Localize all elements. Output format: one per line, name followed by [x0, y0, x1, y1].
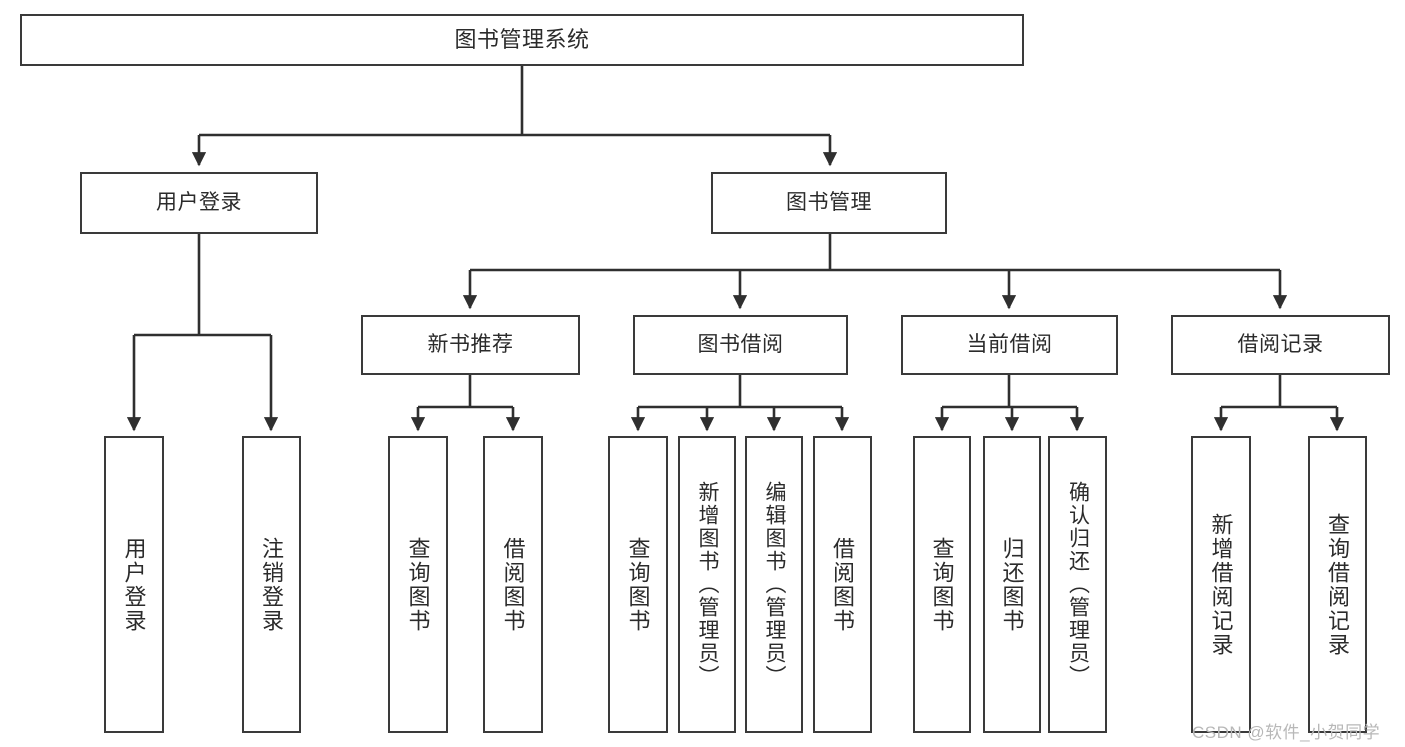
leaf-query-book-3-label: 查询图书 — [929, 536, 955, 633]
leaf-confirm-return-admin[interactable]: 确认归还（管理员） — [1048, 436, 1107, 733]
node-book-borrow-label: 图书借阅 — [697, 333, 784, 357]
leaf-query-borrow-record[interactable]: 查询借阅记录 — [1308, 436, 1367, 733]
node-book-management[interactable]: 图书管理 — [711, 172, 947, 234]
leaf-query-book-1-label: 查询图书 — [405, 536, 431, 633]
leaf-add-borrow-record[interactable]: 新增借阅记录 — [1191, 436, 1251, 733]
leaf-query-book-2-label: 查询图书 — [625, 536, 651, 633]
node-user-login[interactable]: 用户登录 — [80, 172, 318, 234]
leaf-add-book-admin-label: 新增图书（管理员） — [696, 481, 720, 688]
leaf-return-book-label: 归还图书 — [999, 536, 1025, 633]
leaf-query-book-3[interactable]: 查询图书 — [913, 436, 971, 733]
leaf-user-login-label: 用户登录 — [121, 536, 147, 633]
node-current-borrow[interactable]: 当前借阅 — [901, 315, 1118, 375]
leaf-borrow-book-1-label: 借阅图书 — [500, 536, 526, 633]
leaf-user-login[interactable]: 用户登录 — [104, 436, 164, 733]
node-new-book-recommend[interactable]: 新书推荐 — [361, 315, 580, 375]
node-root-label: 图书管理系统 — [454, 26, 590, 52]
leaf-borrow-book-1[interactable]: 借阅图书 — [483, 436, 543, 733]
leaf-edit-book-admin[interactable]: 编辑图书（管理员） — [745, 436, 803, 733]
leaf-add-book-admin[interactable]: 新增图书（管理员） — [678, 436, 736, 733]
leaf-query-book-1[interactable]: 查询图书 — [388, 436, 448, 733]
leaf-confirm-return-admin-label: 确认归还（管理员） — [1066, 481, 1090, 688]
node-borrow-record-label: 借阅记录 — [1237, 333, 1324, 357]
leaf-return-book[interactable]: 归还图书 — [983, 436, 1041, 733]
leaf-logout-label: 注销登录 — [259, 536, 285, 633]
node-book-borrow[interactable]: 图书借阅 — [633, 315, 848, 375]
node-user-login-label: 用户登录 — [156, 191, 242, 215]
leaf-borrow-book-2-label: 借阅图书 — [830, 536, 856, 633]
leaf-borrow-book-2[interactable]: 借阅图书 — [813, 436, 872, 733]
leaf-query-borrow-record-label: 查询借阅记录 — [1325, 512, 1351, 657]
node-borrow-record[interactable]: 借阅记录 — [1171, 315, 1390, 375]
leaf-logout[interactable]: 注销登录 — [242, 436, 301, 733]
leaf-query-book-2[interactable]: 查询图书 — [608, 436, 668, 733]
node-new-book-recommend-label: 新书推荐 — [427, 333, 514, 357]
leaf-add-borrow-record-label: 新增借阅记录 — [1208, 512, 1234, 657]
node-root[interactable]: 图书管理系统 — [20, 14, 1024, 66]
leaf-edit-book-admin-label: 编辑图书（管理员） — [763, 481, 787, 688]
node-current-borrow-label: 当前借阅 — [966, 333, 1053, 357]
node-book-management-label: 图书管理 — [786, 191, 872, 215]
csdn-watermark: CSDN @软件_小贺同学 — [1192, 723, 1381, 742]
